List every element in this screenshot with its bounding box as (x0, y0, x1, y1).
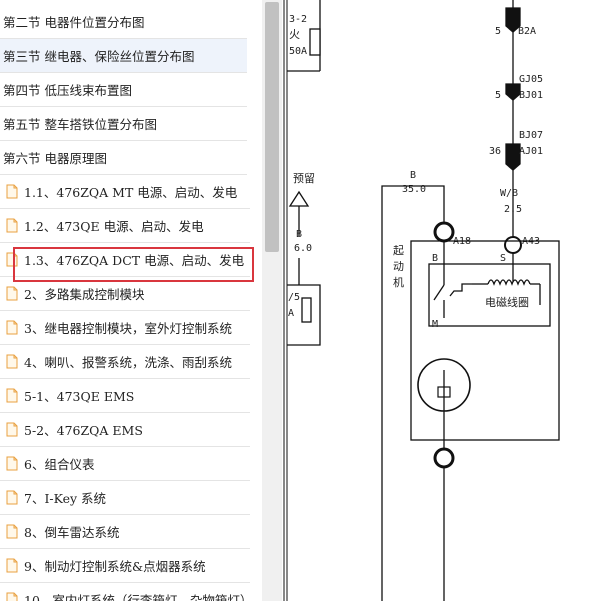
highlight-box (13, 247, 254, 282)
toc-doc-item[interactable]: 2、多路集成控制模块 (0, 277, 250, 311)
document-icon (6, 354, 24, 369)
vertical-scrollbar[interactable] (262, 0, 282, 601)
toc-doc-item[interactable]: 5-2、476ZQA EMS (0, 413, 250, 447)
starter-box (410, 240, 560, 441)
document-icon (6, 184, 24, 199)
starter-label-2: 动 (393, 260, 404, 273)
toc-item-label: 5-2、476ZQA EMS (24, 423, 143, 438)
b6-color: B (296, 229, 302, 240)
solenoid-coil (487, 279, 531, 286)
conn-top-pin: 5 (495, 26, 501, 37)
document-icon (6, 388, 24, 403)
toc-section-item[interactable]: 第四节 低压线束布置图 (0, 73, 247, 107)
document-icon (6, 422, 24, 437)
partial-a-label: A (288, 308, 294, 319)
fuse-rating-label: 50A (289, 46, 307, 57)
wiring-diagram: 3-2 火 50A 5 B2A GJ05 5 BJ01 BJ07 36 AJ01… (283, 0, 560, 601)
toc-item-label: 第四节 低压线束布置图 (3, 83, 132, 98)
toc-item-label: 1.2、473QE 电源、启动、发电 (24, 219, 204, 234)
document-icon (6, 558, 24, 573)
solenoid-box (428, 263, 551, 327)
toc-item-label: 4、喇叭、报警系统，洗涤、雨刮系统 (24, 355, 232, 370)
toc-item-label: 第五节 整车搭铁位置分布图 (3, 117, 157, 132)
terminal-b-label: B (432, 253, 438, 264)
scrollbar-thumb[interactable] (265, 2, 279, 252)
toc-item-label: 第六节 电器原理图 (3, 151, 107, 166)
toc-doc-item[interactable]: 1.1、476ZQA MT 电源、启动、发电 (0, 175, 250, 209)
toc-item-label: 3、继电器控制模块，室外灯控制系统 (24, 321, 232, 336)
reserve-arrow (288, 190, 310, 207)
reserve-label: 预留 (293, 172, 315, 185)
connector-b2a (505, 7, 521, 33)
terminal-s-label: S (500, 253, 506, 264)
toc-doc-item[interactable]: 6、组合仪表 (0, 447, 250, 481)
wiring-diagram-viewer: 3-2 火 50A 5 B2A GJ05 5 BJ01 BJ07 36 AJ01… (282, 0, 608, 601)
document-icon (6, 320, 24, 335)
toc-section-item[interactable]: 第五节 整车搭铁位置分布图 (0, 107, 247, 141)
document-icon (6, 456, 24, 471)
toc-item-label: 6、组合仪表 (24, 457, 95, 472)
document-icon (6, 286, 24, 301)
terminal-b-circle (433, 221, 455, 243)
toc-item-label: 第三节 继电器、保险丝位置分布图 (3, 49, 195, 64)
fuse-id-label: 3-2 (289, 14, 307, 25)
solenoid-label: 电磁线圈 (485, 295, 529, 309)
partial-left-label: /5 (288, 292, 300, 303)
terminal-s-circle (504, 236, 522, 254)
bj-id: BJ01 (519, 90, 543, 101)
toc-item-label: 第二节 电器件位置分布图 (3, 15, 145, 30)
toc-item-label: 2、多路集成控制模块 (24, 287, 145, 302)
starter-label-1: 起 (393, 244, 404, 257)
connector-aj01 (505, 143, 521, 171)
toc-doc-item[interactable]: 7、I-Key 系统 (0, 481, 250, 515)
b6-size: 6.0 (294, 243, 312, 254)
toc-doc-item[interactable]: 4、喇叭、报警系统，洗涤、雨刮系统 (0, 345, 250, 379)
toc-item-label: 8、倒车雷达系统 (24, 525, 120, 540)
aj-id: AJ01 (519, 146, 543, 157)
toc-item-label: 1.1、476ZQA MT 电源、启动、发电 (24, 185, 238, 200)
aj-pin: 36 (489, 146, 501, 157)
b35-color: B (410, 170, 416, 181)
toc-doc-item[interactable]: 5-1、473QE EMS (0, 379, 250, 413)
bj07-id: BJ07 (519, 130, 543, 141)
ground-terminal-circle (433, 447, 455, 469)
fuse-char-label: 火 (289, 28, 300, 41)
document-icon (6, 524, 24, 539)
document-icon (6, 490, 24, 505)
conn-top-id: B2A (518, 26, 536, 37)
toc-doc-item[interactable]: 1.2、473QE 电源、启动、发电 (0, 209, 250, 243)
toc-item-label: 9、制动灯控制系统&点烟器系统 (24, 559, 206, 574)
toc-doc-item[interactable]: 10、室内灯系统（行李箱灯、杂物箱灯） (0, 583, 250, 601)
document-icon (6, 218, 24, 233)
toc-section-item[interactable]: 第六节 电器原理图 (0, 141, 247, 175)
connector-bj01 (505, 83, 521, 101)
fuse-symbol (309, 28, 321, 56)
wb-color: W/B (500, 188, 518, 199)
toc-sidebar: 第二节 电器件位置分布图第三节 继电器、保险丝位置分布图第四节 低压线束布置图第… (0, 0, 262, 601)
wb-size: 2.5 (504, 204, 522, 215)
document-icon (6, 592, 24, 601)
toc-doc-item[interactable]: 3、继电器控制模块，室外灯控制系统 (0, 311, 250, 345)
toc-section-item[interactable]: 第二节 电器件位置分布图 (0, 5, 247, 39)
toc-item-label: 5-1、473QE EMS (24, 389, 135, 404)
toc-section-item[interactable]: 第三节 继电器、保险丝位置分布图 (0, 39, 247, 73)
toc-item-label: 10、室内灯系统（行李箱灯、杂物箱灯） (24, 593, 250, 601)
toc-doc-item[interactable]: 9、制动灯控制系统&点烟器系统 (0, 549, 250, 583)
toc-item-label: 7、I-Key 系统 (24, 491, 107, 506)
terminal-m-label: M (432, 319, 438, 330)
bj-pin: 5 (495, 90, 501, 101)
b35-size: 35.0 (402, 184, 426, 195)
gj-id: GJ05 (519, 74, 543, 85)
toc-doc-item[interactable]: 8、倒车雷达系统 (0, 515, 250, 549)
starter-label-3: 机 (393, 275, 404, 289)
toc-item-label: 1.3、476ZQA DCT 电源、启动、发电 (24, 253, 245, 268)
